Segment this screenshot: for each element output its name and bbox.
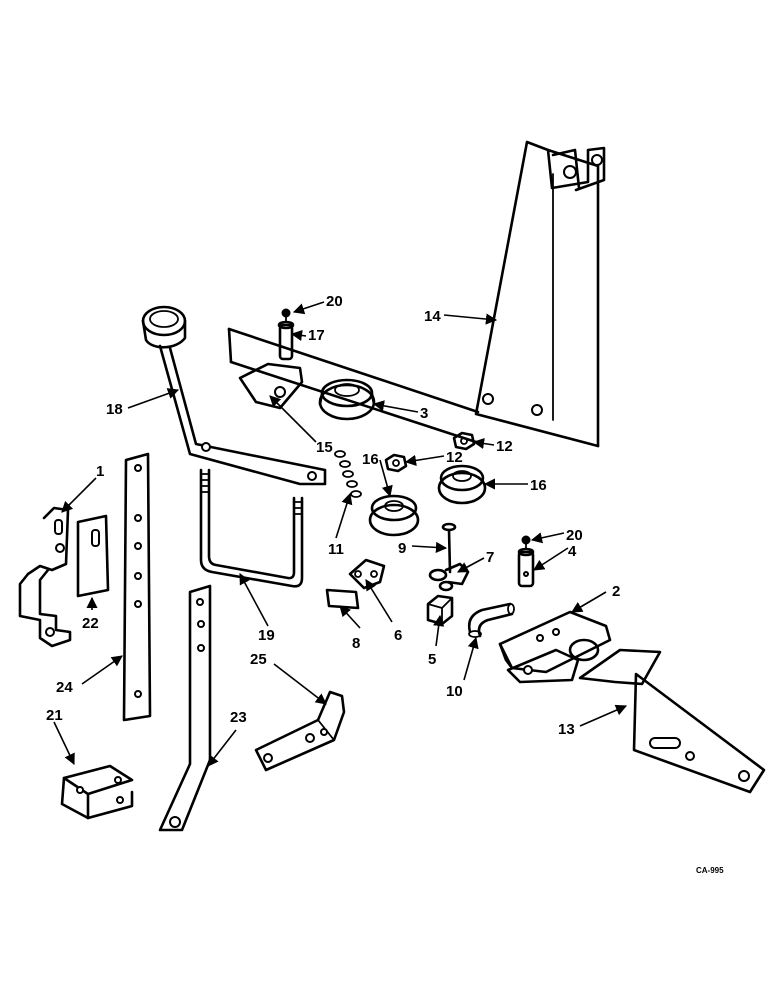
callout-20-upper: 20 xyxy=(326,293,343,310)
part-23-bent-bar xyxy=(158,584,212,832)
callout-18: 18 xyxy=(106,401,123,418)
callout-3: 3 xyxy=(420,405,428,422)
callout-5: 5 xyxy=(428,651,436,668)
callout-2: 2 xyxy=(612,583,620,600)
part-8-plate xyxy=(325,588,360,610)
callout-20-lower: 20 xyxy=(566,527,583,544)
callout-9: 9 xyxy=(398,540,406,557)
part-1-bracket xyxy=(18,506,72,648)
callout-1: 1 xyxy=(96,463,104,480)
callout-12-upper: 12 xyxy=(496,438,513,455)
part-17-pin xyxy=(277,308,295,361)
callout-23: 23 xyxy=(230,709,247,726)
part-24-vertical-bar xyxy=(122,452,152,722)
callout-8: 8 xyxy=(352,635,360,652)
part-21-u-bracket xyxy=(60,764,134,820)
part-25-angle-bracket xyxy=(254,690,346,772)
callout-19: 19 xyxy=(258,627,275,644)
part-13-triangle-plate xyxy=(578,648,766,794)
leader-lines xyxy=(53,301,628,767)
callout-6: 6 xyxy=(394,627,402,644)
callout-25: 25 xyxy=(250,651,267,668)
callout-24: 24 xyxy=(56,679,73,696)
callout-22: 22 xyxy=(82,615,99,632)
callout-labels: 1 2 3 4 5 6 7 8 9 10 11 12 12 13 14 15 1… xyxy=(46,293,620,738)
callout-16-left: 16 xyxy=(362,451,379,468)
callout-11: 11 xyxy=(328,541,344,558)
long-support-bar xyxy=(227,327,600,448)
callout-21: 21 xyxy=(46,707,63,724)
part-12-nut-lower xyxy=(384,453,408,473)
callout-14: 14 xyxy=(424,308,441,325)
part-6-small-bracket xyxy=(348,558,386,590)
callout-16-right: 16 xyxy=(530,477,547,494)
part-16-pulley-left xyxy=(368,494,420,537)
part-10-bent-tube xyxy=(467,602,515,638)
callout-12-lower: 12 xyxy=(446,449,463,466)
part-7-spring-clip xyxy=(428,562,470,592)
callout-10: 10 xyxy=(446,683,463,700)
callout-7: 7 xyxy=(486,549,494,566)
callout-4: 4 xyxy=(568,543,577,560)
part-16-pulley-right xyxy=(437,464,487,505)
part-15-bracket xyxy=(238,362,304,410)
part-22-plate xyxy=(76,514,110,598)
part-18-lever-arm xyxy=(141,305,327,486)
callout-13: 13 xyxy=(558,721,575,738)
part-11-chain xyxy=(334,450,362,498)
part-14-mounting-plate xyxy=(474,140,606,448)
callout-17: 17 xyxy=(308,327,325,344)
part-9-bolt xyxy=(441,522,457,574)
drawing-code: CA-995 xyxy=(696,866,724,875)
part-19-u-bolt xyxy=(199,468,304,588)
part-2-hinge-bracket xyxy=(498,610,612,684)
callout-15: 15 xyxy=(316,439,333,456)
part-4-pin xyxy=(517,535,535,588)
